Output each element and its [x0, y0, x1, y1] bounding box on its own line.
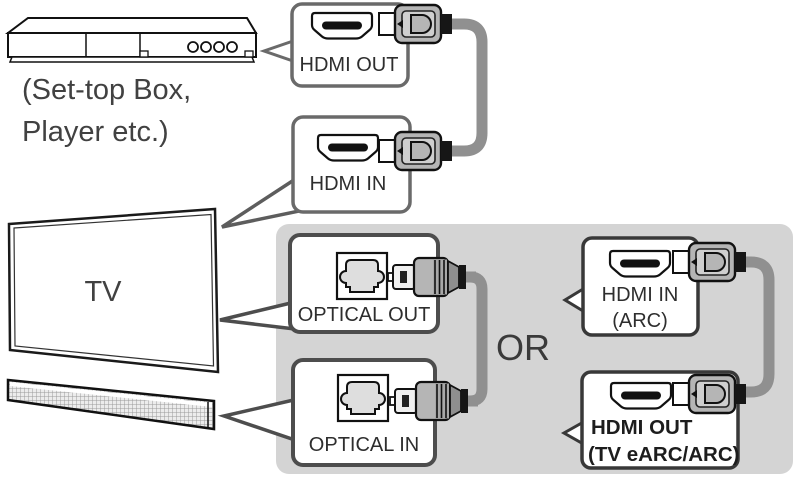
tv-label: TV	[84, 276, 122, 308]
hdmi-port-icon	[608, 249, 672, 278]
hdmi-port-icon	[609, 381, 673, 410]
optical-out-label: OPTICAL OUT	[298, 304, 431, 326]
set-top-box-label-line1: (Set-top Box,	[22, 74, 191, 106]
hdmi-in-arc-label-line2: (ARC)	[612, 310, 668, 332]
hdmi-in-label: HDMI IN	[310, 173, 387, 195]
hdmi-out-arc-label-line1: HDMI OUT	[591, 416, 693, 439]
optical-out-callout-tail	[219, 299, 297, 331]
hdmi-in-callout: HDMI IN	[291, 115, 412, 214]
optical-in-label: OPTICAL IN	[309, 434, 419, 456]
optical-port-icon	[336, 373, 390, 423]
tv-icon	[7, 207, 220, 374]
optical-in-callout-tail	[217, 396, 300, 444]
hdmi-in-arc-label-line1: HDMI IN	[602, 284, 679, 306]
hdmi-out-arc-label-line2: (TV eARC/ARC)	[588, 443, 739, 466]
hdmi-cable-arc	[742, 256, 775, 398]
hdmi-in-callout-box	[291, 115, 412, 214]
hdmi-port-icon	[310, 11, 374, 40]
hdmi-cable-top	[450, 18, 488, 157]
hdmi-in-arc-callout: HDMI IN (ARC)	[581, 236, 700, 337]
hdmi-port-icon	[316, 133, 380, 162]
optical-port-icon	[335, 251, 389, 301]
set-top-box-icon	[5, 17, 258, 63]
or-label: OR	[496, 327, 550, 368]
soundbar-icon	[6, 378, 216, 431]
set-top-box-label-line2: Player etc.)	[22, 116, 169, 148]
optical-out-callout: OPTICAL OUT	[288, 233, 440, 334]
hdmi-out-label: HDMI OUT	[300, 54, 399, 76]
